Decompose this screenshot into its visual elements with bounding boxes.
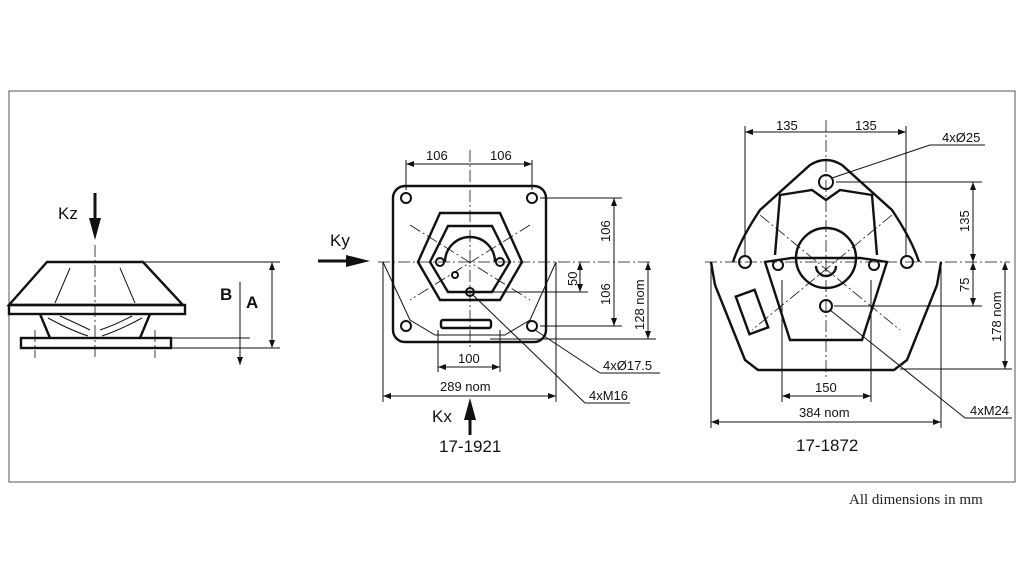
dim-b-label: B	[220, 285, 232, 304]
mount-plate-1921	[391, 184, 548, 344]
dim-178-nom: 178 nom	[989, 291, 1004, 342]
dim-135-top-left: 135	[776, 118, 798, 133]
model-1921-label: 17-1921	[439, 437, 501, 456]
dim-106-top-right: 106	[490, 148, 512, 163]
callout-threads-1872: 4xM24	[970, 403, 1009, 418]
dim-289-nom: 289 nom	[440, 379, 491, 394]
dim-150: 150	[815, 380, 837, 395]
dim-135-top-right: 135	[855, 118, 877, 133]
dim-384-nom: 384 nom	[799, 405, 850, 420]
callout-holes-1872: 4xØ25	[942, 130, 980, 145]
callout-threads-1921: 4xM16	[589, 388, 628, 403]
force-kx-label: Kx	[432, 407, 452, 426]
model-1872-label: 17-1872	[796, 436, 858, 455]
dim-106-top-left: 106	[426, 148, 448, 163]
force-kx-arrow-icon	[464, 398, 476, 420]
dim-106-right-lower: 106	[598, 283, 613, 305]
dim-75: 75	[957, 278, 972, 292]
side-view: Kz B A	[6, 193, 280, 365]
dim-106-right-upper: 106	[598, 220, 613, 242]
units-caption: All dimensions in mm	[849, 492, 983, 508]
dim-135-right: 135	[957, 210, 972, 232]
callout-holes-1921: 4xØ17.5	[603, 358, 652, 373]
force-kz-arrow-icon	[89, 218, 101, 240]
model-1872-view: 135 135 4xØ25 135 75 178 nom 150 384 nom…	[705, 118, 1012, 455]
model-1921-view: Ky 106 106 106 106 50 128 nom 100	[318, 148, 660, 456]
force-kz-label: Kz	[58, 204, 78, 223]
mount-cone	[6, 260, 186, 307]
dim-128-nom: 128 nom	[632, 279, 647, 330]
force-ky-arrow-icon	[346, 255, 370, 267]
dim-a-label: A	[246, 293, 258, 312]
mount-base-plate	[19, 336, 173, 350]
force-ky-label: Ky	[330, 231, 350, 250]
dim-100: 100	[458, 351, 480, 366]
dim-50: 50	[565, 272, 580, 286]
drawing-frame	[8, 90, 1016, 483]
